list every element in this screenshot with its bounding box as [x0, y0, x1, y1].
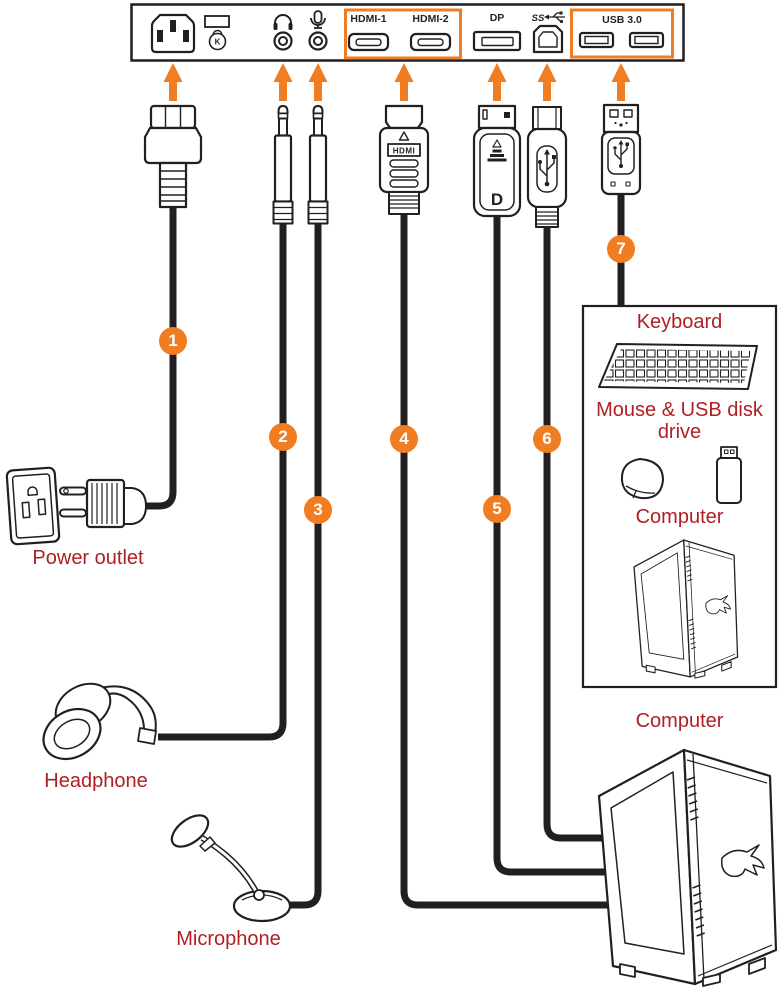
headphone-label: Headphone [44, 770, 148, 792]
arrow-up-icon [611, 63, 631, 101]
power-outlet-label: Power outlet [32, 547, 144, 569]
usb-a-port-1 [578, 31, 615, 49]
arrow-up-icon [537, 63, 557, 101]
cable-number-badge-3: 3 [304, 496, 332, 524]
computer-tower-illustration [597, 748, 778, 988]
computer-box-label: Computer [635, 506, 724, 528]
cable-3-microphone [290, 220, 322, 909]
hdmi-connector-text: HDMI [393, 147, 415, 156]
cable-number-badge-5: 5 [483, 495, 511, 523]
usb-drive-illustration [716, 446, 742, 504]
up-arrows [163, 63, 631, 101]
usb30-label: USB 3.0 [602, 14, 642, 26]
outlet-slot-left [21, 501, 31, 519]
hdmi-connector: HDMI [378, 104, 430, 215]
hdmi-2-port [409, 32, 452, 52]
microphone-icon [310, 10, 326, 29]
kensington-k-mark: K [215, 38, 221, 47]
dp-connector: D [472, 104, 522, 218]
cable-4-hdmi [400, 212, 612, 909]
cable-1-power [146, 205, 177, 510]
mouse-illustration [620, 458, 664, 500]
keyboard-label: Keyboard [636, 311, 723, 333]
arrow-up-icon [163, 63, 183, 101]
cable-number-badge-2: 2 [269, 423, 297, 451]
mouse-usb-disk-label: Mouse & USB disk drive [596, 399, 763, 443]
hdmi-1-label: HDMI-1 [350, 13, 386, 25]
headphone-icon [273, 14, 293, 30]
computer-tower-small-illustration [633, 539, 739, 679]
microphone-illustration [170, 814, 292, 923]
usb-a-port-2 [628, 31, 665, 49]
arrow-up-icon [308, 63, 328, 101]
cable-6-usb-b [543, 225, 612, 842]
microphone-label: Microphone [176, 928, 281, 950]
dp-port [472, 30, 522, 52]
monitor-rear-panel: K HDMI-1 HDMI-2 DP [130, 3, 685, 62]
hdmi-2-label: HDMI-2 [412, 13, 448, 25]
cable-number-badge-7: 7 [607, 235, 635, 263]
ac-inlet-icon [150, 13, 196, 54]
cable-number-badge-6: 6 [533, 425, 561, 453]
headphone-illustration [42, 682, 157, 761]
ss-text: SS [532, 13, 545, 24]
headphone-jack-port [273, 31, 293, 51]
kensington-lock-icon: K [204, 15, 230, 51]
power-plug-illustration [59, 478, 147, 529]
usb-b-connector [526, 106, 568, 228]
usb-ss-icon: SS [532, 11, 565, 24]
keyboard-illustration [598, 343, 758, 390]
cable-number-badge-1: 1 [159, 327, 187, 355]
keyboard-accessory-box [581, 304, 778, 689]
dp-label: DP [490, 12, 505, 24]
hdmi-highlight-box [344, 8, 462, 60]
microphone-jack-port [308, 31, 328, 51]
audio-jack-connector-microphone [307, 104, 329, 225]
usb-a-connector [600, 103, 642, 196]
usb30-highlight-box [570, 8, 674, 59]
power-cable-connector [143, 104, 203, 209]
computer-main-label: Computer [635, 710, 724, 732]
outlet-ground-slot [27, 486, 38, 497]
arrow-up-icon [273, 63, 293, 101]
hdmi-1-port [347, 32, 390, 52]
usb-upstream-port [532, 24, 564, 54]
arrow-up-icon [487, 63, 507, 101]
cable-number-badge-4: 4 [390, 425, 418, 453]
audio-jack-connector-headphone [272, 104, 294, 225]
cable-2-headphone [158, 220, 287, 741]
power-outlet-illustration [5, 466, 147, 546]
cable-5-dp [493, 214, 612, 876]
arrow-up-icon [394, 63, 414, 101]
outlet-slot-right [37, 498, 47, 516]
dp-connector-logo: D [491, 190, 503, 209]
